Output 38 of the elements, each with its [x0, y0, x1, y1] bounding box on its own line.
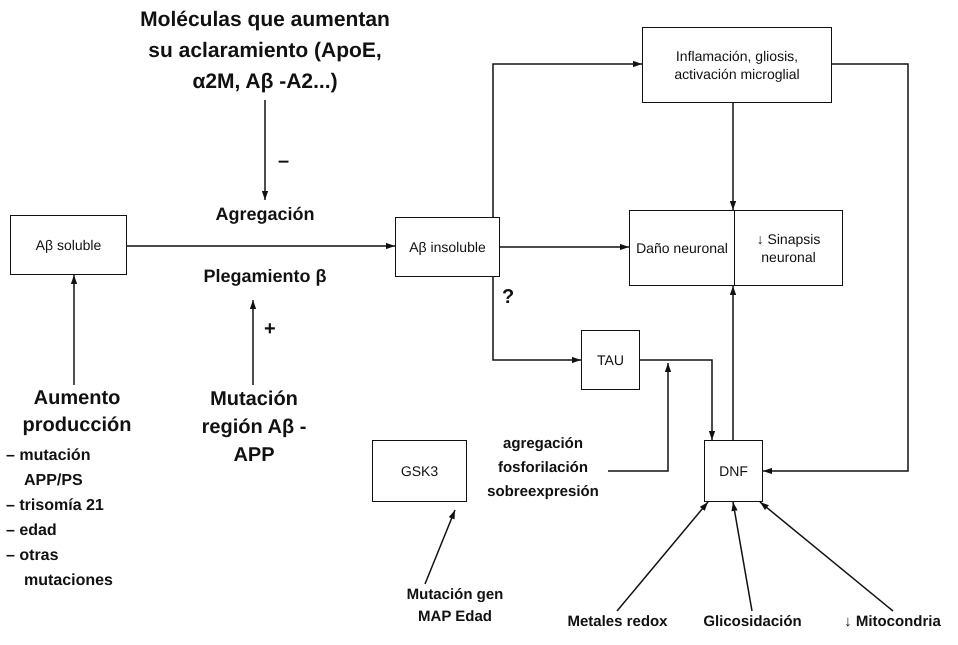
process-box: Daño neuronal [629, 210, 735, 286]
cause-text: Mutación región Aβ -APP [200, 387, 308, 468]
factor-text: Mutación gen MAP Edad [406, 585, 504, 627]
process-box: GSK3 [372, 440, 467, 502]
cause-text: – otras mutaciones [5, 546, 114, 591]
arrow [424, 510, 456, 584]
process-box: DNF [704, 440, 763, 502]
factor-text: Metales redox [566, 612, 669, 632]
arrow [616, 502, 709, 612]
arrow [500, 244, 629, 250]
process-box: Aβ insoluble [395, 217, 500, 277]
process-box: Inflamación, gliosis, activación microglial [642, 27, 832, 103]
heading-text: Moléculas que aumentan su aclaramiento (ApoE, α2M, Aβ -A2...) [139, 7, 391, 95]
arrow [262, 100, 268, 200]
process-label: Agregación [215, 203, 315, 226]
process-text: agregación fosforilación sobreexpresión [486, 434, 600, 502]
factor-text: ↓ Mitocondria [843, 612, 942, 632]
process-box: Aβ soluble [10, 215, 127, 275]
arrow [730, 286, 736, 440]
process-box: ↓ Sinapsis neuronal [735, 210, 843, 286]
cause-text: Aumento producción [22, 386, 132, 438]
arrow [492, 277, 581, 364]
arrow [763, 63, 909, 474]
arrow [492, 60, 642, 217]
cause-text: – trisomía 21 [5, 496, 105, 516]
cause-text: – edad [5, 521, 58, 541]
arrow [760, 501, 894, 612]
factor-text: Glicosidación [702, 612, 803, 632]
arrow [730, 103, 736, 210]
process-label: Plegamiento β [203, 265, 326, 288]
arrow [640, 359, 716, 440]
arrow [127, 242, 395, 250]
cause-text: – mutación APP/PS [5, 446, 92, 491]
arrow [608, 363, 672, 472]
arrow [250, 300, 256, 385]
process-box: TAU [581, 330, 640, 390]
arrow [731, 502, 753, 612]
arrow [70, 275, 78, 385]
